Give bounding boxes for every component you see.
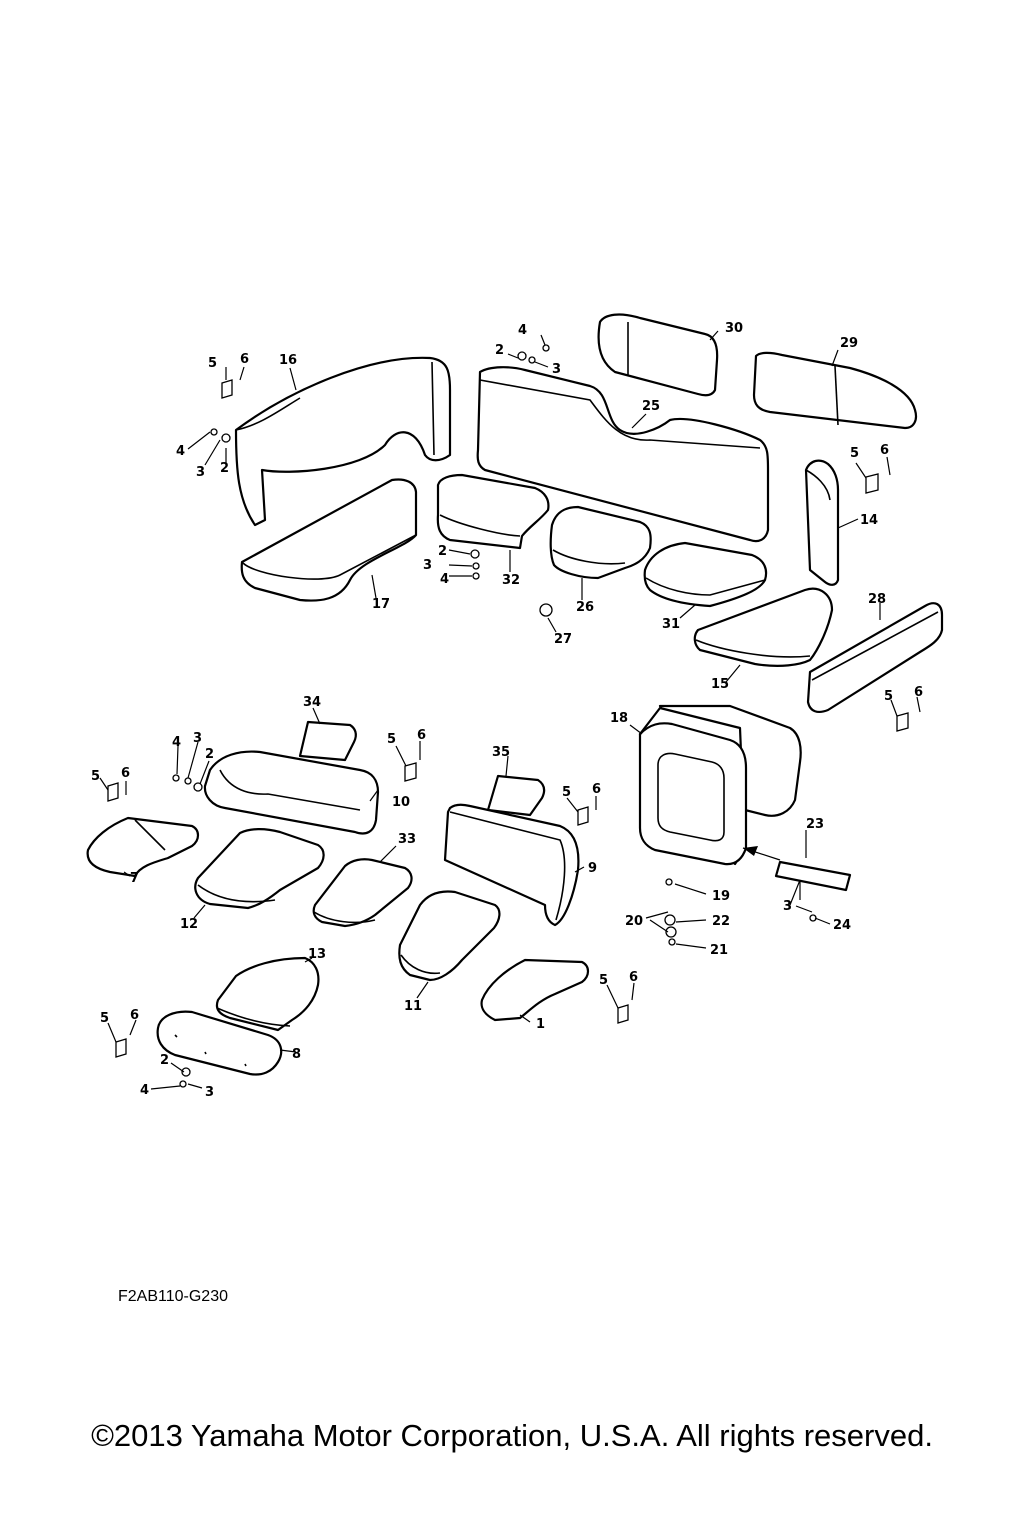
callout-2: 2 — [220, 461, 229, 476]
callout-23: 23 — [806, 817, 824, 832]
part-8-pad — [156, 1010, 283, 1076]
callout-5: 5 — [884, 689, 893, 704]
callout-10: 10 — [392, 795, 410, 810]
callout-4: 4 — [140, 1083, 149, 1098]
part-25-backrest — [476, 366, 770, 543]
callout-32: 32 — [502, 573, 520, 588]
callout-4: 4 — [440, 572, 449, 587]
callout-3: 3 — [552, 362, 561, 377]
callout-30: 30 — [725, 321, 743, 336]
callout-6: 6 — [417, 728, 426, 743]
callout-6: 6 — [880, 443, 889, 458]
callout-25: 25 — [642, 399, 660, 414]
callout-5: 5 — [91, 769, 100, 784]
callout-21: 21 — [710, 943, 728, 958]
callout-12: 12 — [180, 917, 198, 932]
leader-lines — [99, 330, 921, 1090]
callout-6: 6 — [592, 782, 601, 797]
part-10-backrest — [203, 750, 380, 835]
callout-2: 2 — [438, 544, 447, 559]
callout-3: 3 — [196, 465, 205, 480]
part-29-cushion — [752, 351, 918, 430]
callout-7: 7 — [130, 871, 139, 886]
callout-2: 2 — [205, 747, 214, 762]
part-14-pad — [804, 459, 840, 586]
callout-6: 6 — [240, 352, 249, 367]
part-17-seat — [240, 478, 418, 602]
callout-33: 33 — [398, 832, 416, 847]
callout-5: 5 — [208, 356, 217, 371]
callout-3: 3 — [193, 731, 202, 746]
callout-4: 4 — [172, 735, 181, 750]
callout-6: 6 — [130, 1008, 139, 1023]
callout-35: 35 — [492, 745, 510, 760]
callout-24: 24 — [833, 918, 851, 933]
callout-15: 15 — [711, 677, 729, 692]
callout-2: 2 — [160, 1053, 169, 1068]
part-30-cushion — [597, 313, 719, 397]
callout-6: 6 — [121, 766, 130, 781]
copyright-notice: ©2013 Yamaha Motor Corporation, U.S.A. A… — [91, 1418, 933, 1453]
part-16-backrest — [234, 356, 452, 527]
part-32-seat — [436, 473, 550, 550]
part-18-seat-box — [638, 704, 802, 866]
part-34-pad — [298, 720, 357, 762]
part-31-seat — [643, 541, 768, 608]
callout-31: 31 — [662, 617, 680, 632]
part-33-seat — [312, 858, 413, 928]
callout-5: 5 — [100, 1011, 109, 1026]
callout-9: 9 — [588, 861, 597, 876]
part-1-pad — [480, 958, 590, 1022]
callout-16: 16 — [279, 353, 297, 368]
callout-22: 22 — [712, 914, 730, 929]
callout-13: 13 — [308, 947, 326, 962]
part-15-seat — [693, 587, 834, 667]
callout-20: 20 — [625, 914, 643, 929]
diagram-code: F2AB110-G230 — [118, 1288, 228, 1305]
part-28-pad — [806, 602, 944, 713]
callout-28: 28 — [868, 592, 886, 607]
callout-34: 34 — [303, 695, 321, 710]
callout-2: 2 — [495, 343, 504, 358]
callout-4: 4 — [518, 323, 527, 338]
callout-5: 5 — [599, 973, 608, 988]
callout-6: 6 — [629, 970, 638, 985]
callout-3: 3 — [783, 899, 792, 914]
callout-8: 8 — [292, 1047, 301, 1062]
part-12-seat — [194, 828, 325, 910]
callout-18: 18 — [610, 711, 628, 726]
part-11-seat — [398, 890, 501, 982]
part-23-bracket — [742, 846, 852, 892]
callout-27: 27 — [554, 632, 572, 647]
callout-5: 5 — [562, 785, 571, 800]
callout-6: 6 — [914, 685, 923, 700]
callout-11: 11 — [404, 999, 422, 1014]
callout-5: 5 — [387, 732, 396, 747]
callout-3: 3 — [423, 558, 432, 573]
callout-labels: 16 5 6 4 3 2 17 4 2 3 30 29 25 5 6 14 2 … — [91, 321, 923, 1100]
part-26-seat — [549, 505, 652, 580]
callout-26: 26 — [576, 600, 594, 615]
callout-19: 19 — [712, 889, 730, 904]
part-13-seat — [215, 956, 320, 1032]
callout-4: 4 — [176, 444, 185, 459]
callout-3: 3 — [205, 1085, 214, 1100]
part-35-pad — [486, 774, 546, 817]
callout-29: 29 — [840, 336, 858, 351]
callout-14: 14 — [860, 513, 878, 528]
callout-1: 1 — [536, 1017, 545, 1032]
callout-5: 5 — [850, 446, 859, 461]
callout-17: 17 — [372, 597, 390, 612]
part-7-pad — [86, 816, 200, 878]
